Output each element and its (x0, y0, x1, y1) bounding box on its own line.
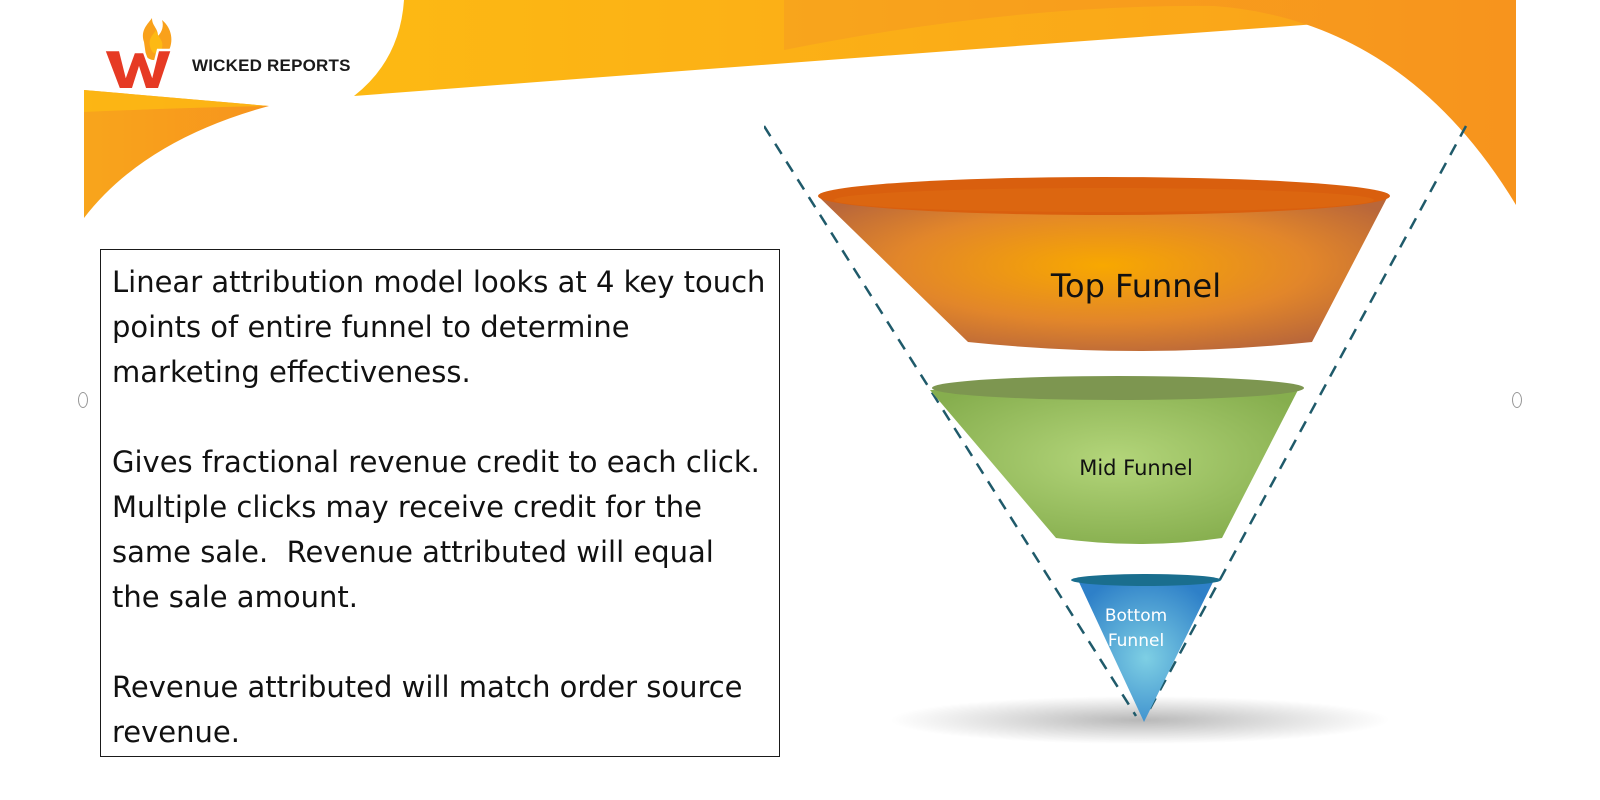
top-funnel-label: Top Funnel (1050, 267, 1222, 305)
paragraph-fractional-credit: Gives fractional revenue credit to each … (112, 445, 760, 614)
left-yellow-sliver (84, 90, 269, 112)
bottom-funnel-body (1078, 580, 1214, 722)
top-yellow-swoosh (354, 0, 1516, 96)
paragraph-order-source: Revenue attributed will match order sour… (112, 670, 743, 749)
dashed-guide-right (1144, 125, 1468, 717)
top-funnel-body (818, 196, 1388, 351)
slide: WICKED REPORTS Linear attribution model … (84, 0, 1516, 800)
funnel-diagram: Top Funnel Mid Funnel Bottom Funnel (764, 120, 1516, 760)
funnel-shadow (890, 696, 1390, 744)
wicked-reports-logo-icon (102, 18, 174, 88)
resize-handle-right[interactable] (1512, 392, 1522, 408)
brand-name: WICKED REPORTS (192, 56, 351, 75)
brand-logo: WICKED REPORTS (100, 12, 360, 88)
left-orange-wedge (84, 90, 269, 218)
mid-funnel-rim (932, 376, 1304, 400)
mid-funnel-label: Mid Funnel (1079, 456, 1193, 480)
right-orange-swoosh (784, 0, 1516, 205)
background-swoosh-shapes (84, 0, 1516, 218)
bottom-funnel-label: Bottom Funnel (1104, 606, 1168, 651)
description-text-box: Linear attribution model looks at 4 key … (100, 249, 780, 757)
funnel-graphic (764, 125, 1468, 744)
dashed-guide-left (764, 125, 1138, 717)
bottom-funnel-rim (1071, 574, 1221, 586)
paragraph-linear-model: Linear attribution model looks at 4 key … (112, 265, 766, 389)
mid-funnel-body (930, 390, 1298, 544)
resize-handle-left[interactable] (78, 392, 88, 408)
